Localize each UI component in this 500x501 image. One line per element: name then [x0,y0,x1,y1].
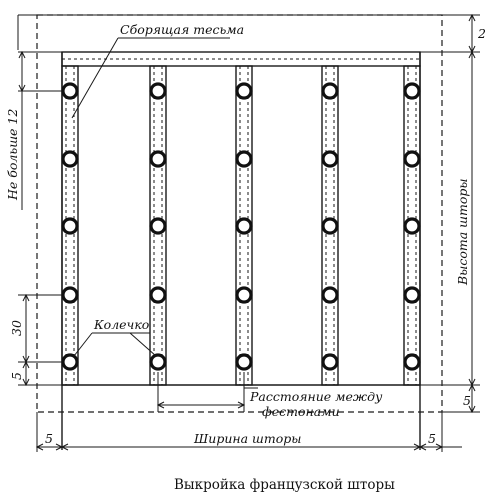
left-5-dimension: 5 [9,360,30,387]
ring-icon [149,286,167,304]
rings [61,82,421,371]
dim-bottom-left-5: 5 [45,431,53,446]
top-gathering-tape [61,51,421,67]
dim-top-2: 2 [477,26,486,41]
top-dimension: 2 [468,13,486,54]
height-label: Высота шторы [455,178,470,286]
ring-icon [235,150,253,168]
tape-label: Сборящая тесьма [120,22,244,37]
dim-right-5: 5 [463,393,471,408]
ring-icon [235,286,253,304]
not-more-dimension: Не больше 12 [5,50,62,210]
width-dimension: 5 Ширина шторы 5 [35,431,462,451]
ring-icon [403,286,421,304]
spacing-label-line1: Расстояние между [249,389,383,404]
height-dimension: Высота шторы [455,50,476,387]
ring-icon [149,150,167,168]
ring-icon [321,217,339,235]
ring-icon [149,217,167,235]
ring-icon [61,353,79,371]
width-label: Ширина шторы [193,431,301,446]
ring-icon [235,353,253,371]
dim-left-5: 5 [9,372,24,380]
spacing-label-line2: фестонами [262,404,340,419]
ring-icon [149,82,167,100]
diagram-caption: Выкройка французской шторы [174,477,395,493]
ring-icon [61,82,79,100]
ring-label: Колечко [93,317,149,332]
tape-callout: Сборящая тесьма [71,22,244,119]
dim-bottom-right-5: 5 [428,431,436,446]
ring-icon [403,217,421,235]
ring-icon [61,217,79,235]
dim-left-30: 30 [9,320,24,336]
ring-icon [235,217,253,235]
ring-icon [403,150,421,168]
ring-icon [321,353,339,371]
ring-callout: Колечко [73,317,157,357]
not-more-label: Не больше 12 [5,109,20,201]
ring-icon [321,286,339,304]
ring-icon [61,150,79,168]
festoon-spacing-dimension: Расстояние между фестонами [156,372,383,419]
ring-icon [149,353,167,371]
spacing-30-dimension: 30 [9,293,62,364]
ring-icon [403,353,421,371]
right-bottom-dimension: 5 [442,383,480,414]
ring-icon [321,150,339,168]
ring-icon [321,82,339,100]
ring-icon [235,82,253,100]
ring-icon [403,82,421,100]
ring-icon [61,286,79,304]
